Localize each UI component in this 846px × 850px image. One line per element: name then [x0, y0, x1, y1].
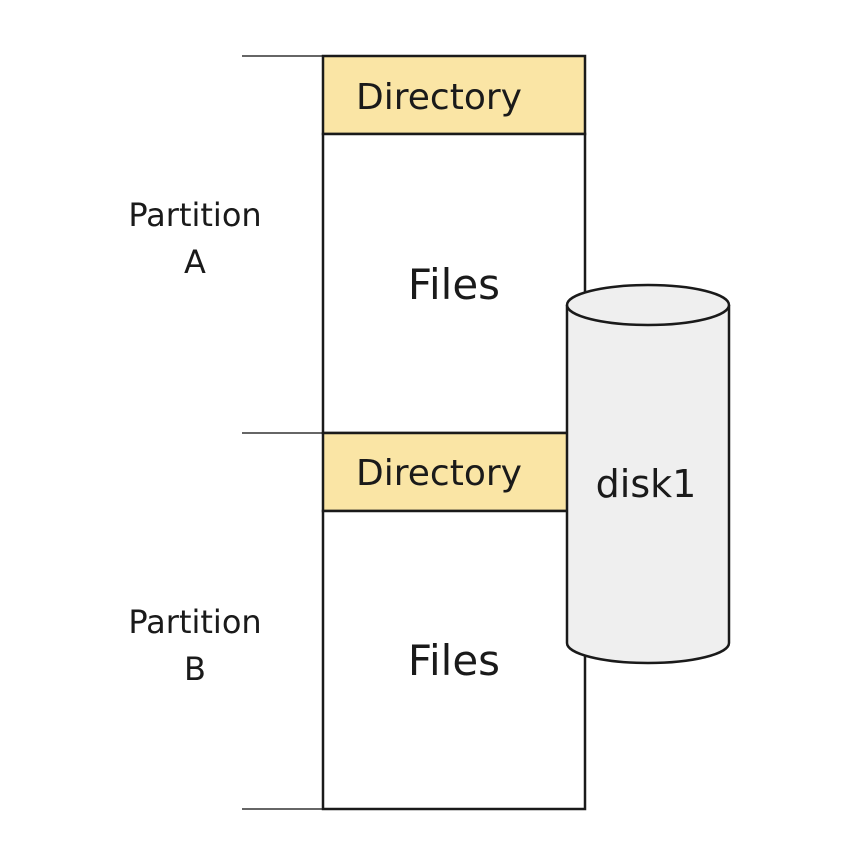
- partition-a-directory-label: Directory: [356, 77, 522, 118]
- partition-a-directory-block: [321, 54, 587, 136]
- partition-b-directory-label: Directory: [356, 453, 522, 494]
- partition-b-files-block: [321, 509, 587, 811]
- partition-a-name-line1: Partition: [128, 196, 261, 234]
- partition-b-name-line1: Partition: [128, 603, 261, 641]
- disk-top: [565, 283, 731, 327]
- partition-b: Directory Files: [321, 431, 587, 811]
- partition-a-files-label: Files: [408, 260, 500, 309]
- partition-a-name-line2: A: [184, 243, 206, 281]
- partition-b-files-label: Files: [408, 636, 500, 685]
- partition-a-files-block: [321, 132, 587, 435]
- partition-b-directory-block: [321, 431, 587, 513]
- partition-b-name-line2: B: [184, 650, 206, 688]
- disk-cylinder: disk1: [565, 283, 731, 665]
- disk-body: [565, 305, 731, 665]
- disk-label: disk1: [596, 462, 697, 506]
- partition-a: Directory Files: [321, 54, 587, 435]
